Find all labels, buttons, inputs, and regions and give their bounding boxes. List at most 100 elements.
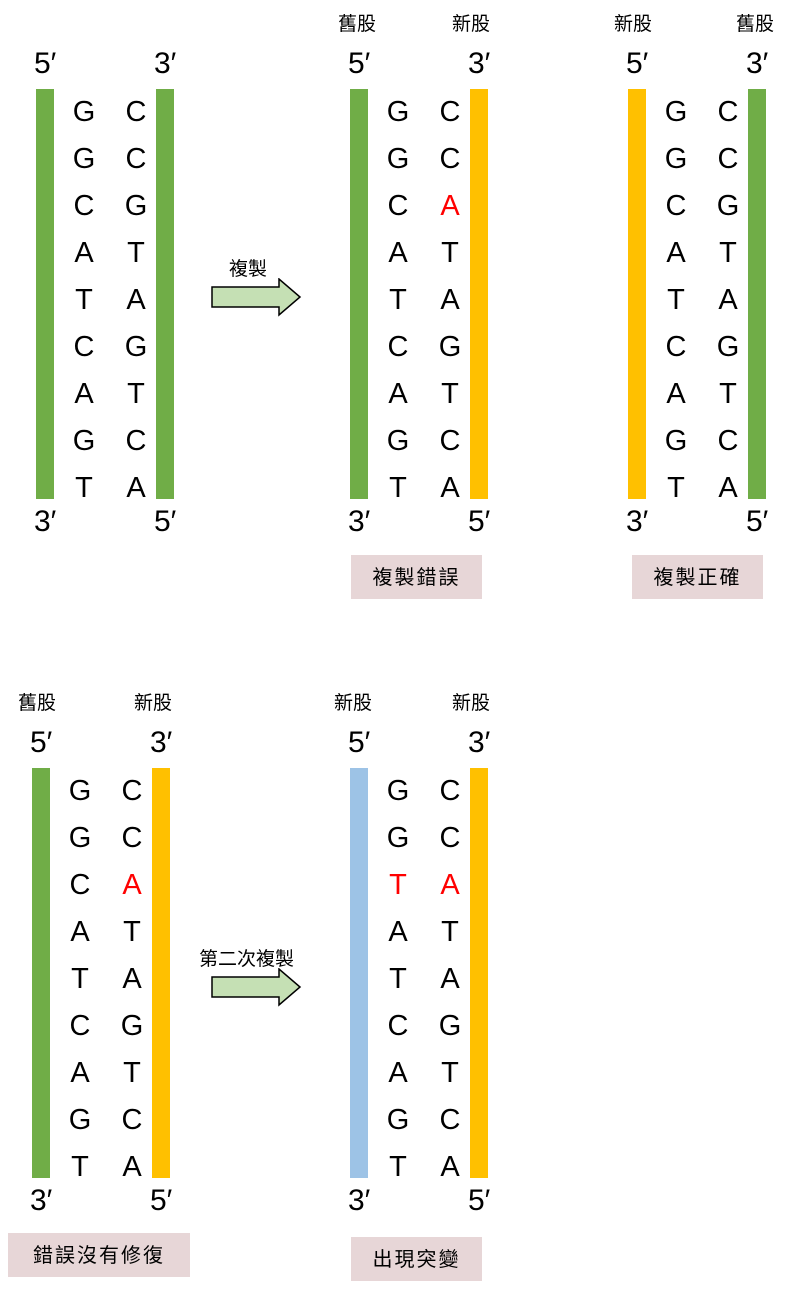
base: G [68, 1104, 92, 1136]
base: A [74, 237, 94, 269]
base: C [717, 425, 739, 457]
base: A [122, 963, 142, 995]
mismatched-base: A [440, 190, 460, 222]
base: A [718, 284, 738, 316]
base: G [120, 1010, 144, 1042]
new-strand-label: 新股 [134, 692, 173, 714]
base: A [440, 1151, 460, 1183]
base: G [664, 425, 688, 457]
base: G [664, 143, 688, 175]
end-label-top-left: 5′ [348, 47, 371, 80]
base: T [667, 284, 685, 316]
left-sequence: G G C A T C A G T [64, 93, 104, 516]
result-tag: 複製錯誤 [351, 555, 482, 599]
base: T [75, 284, 93, 316]
result-tag: 出現突變 [351, 1237, 482, 1281]
base: A [440, 963, 460, 995]
base: A [718, 472, 738, 504]
base: T [667, 472, 685, 504]
old-strand-bar [350, 89, 368, 499]
old-strand-label: 舊股 [736, 13, 775, 35]
end-label-bottom-right: 5′ [154, 505, 177, 538]
right-arrow-icon [211, 278, 302, 317]
result-tag: 錯誤沒有修復 [8, 1233, 190, 1277]
base: A [440, 284, 460, 316]
base: G [386, 1104, 410, 1136]
base: T [389, 1151, 407, 1183]
base: A [388, 378, 408, 410]
base: T [127, 237, 145, 269]
right-arrow-icon [211, 968, 302, 1007]
end-label-top-left: 5′ [34, 47, 57, 80]
base: C [125, 143, 147, 175]
arrow-label: 第二次複製 [199, 948, 295, 970]
base: A [126, 472, 146, 504]
right-sequence: C C G T A G T C A [708, 93, 748, 516]
panel-replication-correct: 新股 舊股 5′ 3′ G G C A T C A G T C C G T A … [614, 13, 788, 609]
old-strand-bar [32, 768, 50, 1178]
end-label-top-left: 5′ [626, 47, 649, 80]
base: C [73, 331, 95, 363]
base: A [666, 237, 686, 269]
left-sequence: G G T A T C A G T [378, 772, 418, 1195]
base: C [439, 425, 461, 457]
base: G [72, 143, 96, 175]
end-label-bottom-right: 5′ [468, 1184, 491, 1217]
base: G [386, 143, 410, 175]
base: C [387, 190, 409, 222]
end-label-top-left: 5′ [30, 726, 53, 759]
base: G [124, 190, 148, 222]
base: C [121, 822, 143, 854]
new-strand-label: 新股 [452, 692, 491, 714]
base: A [388, 237, 408, 269]
end-label-top-right: 3′ [468, 47, 491, 80]
end-label-top-right: 3′ [468, 726, 491, 759]
mutated-base: A [440, 869, 460, 901]
base: A [388, 1057, 408, 1089]
old-strand-bar [36, 89, 54, 499]
base: A [666, 378, 686, 410]
base: G [386, 425, 410, 457]
end-label-top-right: 3′ [154, 47, 177, 80]
base: T [389, 472, 407, 504]
end-label-top-left: 5′ [348, 726, 371, 759]
base: C [69, 1010, 91, 1042]
result-tag: 複製正確 [632, 555, 763, 599]
left-sequence: G G C A T C A G T [656, 93, 696, 516]
base: T [441, 916, 459, 948]
end-label-bottom-right: 5′ [468, 505, 491, 538]
base: T [441, 1057, 459, 1089]
base: T [127, 378, 145, 410]
base: A [440, 472, 460, 504]
new-strand-bar [470, 768, 488, 1178]
right-sequence: C C A T A G T C A [430, 93, 470, 516]
base: G [68, 775, 92, 807]
base: G [664, 96, 688, 128]
base: C [387, 1010, 409, 1042]
end-label-top-right: 3′ [746, 47, 769, 80]
base: G [124, 331, 148, 363]
base: G [386, 96, 410, 128]
arrow-label: 複製 [229, 258, 268, 280]
base: C [73, 190, 95, 222]
base: C [125, 425, 147, 457]
end-label-bottom-right: 5′ [150, 1184, 173, 1217]
right-sequence: C C A T A G T C A [112, 772, 152, 1195]
base: C [439, 822, 461, 854]
base: T [719, 378, 737, 410]
base: T [719, 237, 737, 269]
base: G [68, 822, 92, 854]
base: G [438, 331, 462, 363]
base: T [441, 237, 459, 269]
new-strand-label: 新股 [614, 13, 653, 35]
base: G [716, 331, 740, 363]
base: C [121, 1104, 143, 1136]
base: T [389, 284, 407, 316]
end-label-bottom-left: 3′ [626, 505, 649, 538]
base: T [441, 378, 459, 410]
base: G [386, 822, 410, 854]
base: A [126, 284, 146, 316]
base: C [439, 1104, 461, 1136]
base: A [70, 916, 90, 948]
new-strand-bar [628, 89, 646, 499]
